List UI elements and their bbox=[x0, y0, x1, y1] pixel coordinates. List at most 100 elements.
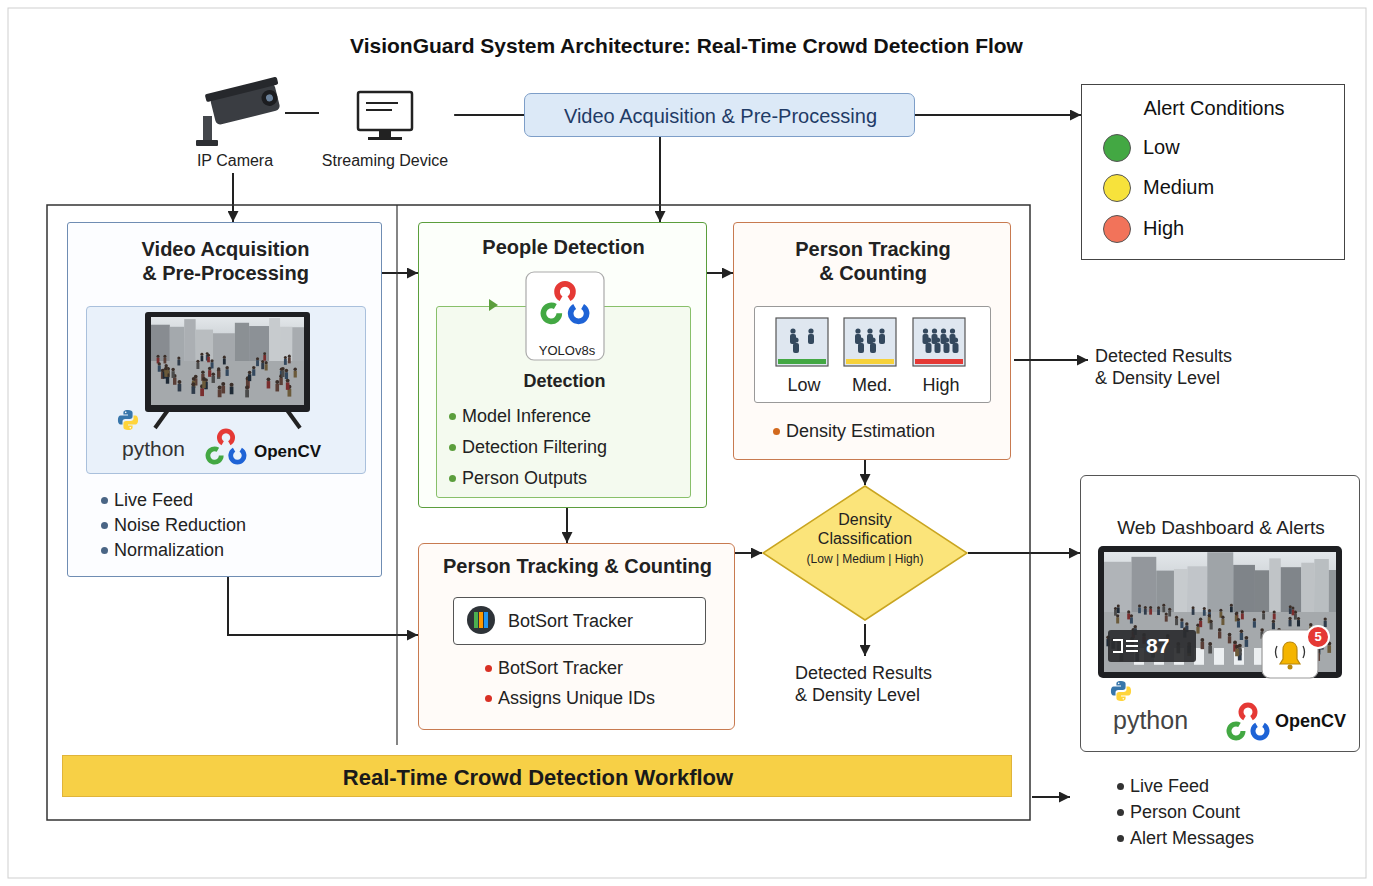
connector bbox=[454, 114, 524, 116]
person-figure bbox=[293, 367, 296, 370]
person-figure bbox=[223, 356, 226, 359]
person-figure bbox=[1235, 645, 1239, 649]
legend-text: Medium bbox=[1143, 175, 1214, 199]
botsort-icon-part bbox=[467, 606, 495, 634]
crowd-icon-person bbox=[950, 328, 955, 333]
crowd-icon-person bbox=[867, 328, 872, 333]
person-figure bbox=[173, 374, 177, 378]
text-slot: VisionGuard System Architecture: Real-Ti… bbox=[0, 33, 1373, 58]
label-text: Detected Results & Density Level bbox=[1095, 346, 1247, 389]
heading-text: Person Tracking & Counting bbox=[789, 237, 957, 285]
person-figure bbox=[208, 370, 211, 377]
person-figure bbox=[1210, 623, 1213, 629]
ip-camera-icon-part-part bbox=[210, 82, 281, 125]
text-slot: Live Feed bbox=[114, 490, 193, 512]
person-figure bbox=[1192, 606, 1195, 609]
person-figure bbox=[1253, 621, 1256, 627]
person-figure bbox=[1274, 647, 1278, 655]
person-figure bbox=[1208, 642, 1212, 646]
building bbox=[249, 326, 269, 361]
person-figure bbox=[281, 370, 284, 377]
building bbox=[1207, 552, 1233, 612]
person-figure bbox=[1320, 642, 1324, 649]
density-icons bbox=[776, 318, 965, 366]
person-figure bbox=[1260, 632, 1263, 639]
person-figure bbox=[177, 357, 180, 360]
text-slot: Detection Filtering bbox=[462, 437, 607, 459]
ip-camera-icon bbox=[196, 77, 285, 146]
person-figure bbox=[248, 371, 252, 375]
process-box: YOLOv8sDetectionModel InferenceDetection… bbox=[418, 222, 707, 508]
person-figure bbox=[1260, 628, 1264, 632]
person-figure bbox=[201, 356, 204, 362]
heading-text: Detection bbox=[437, 371, 692, 393]
person-figure bbox=[1228, 636, 1231, 643]
person-figure bbox=[1233, 644, 1237, 652]
person-figure bbox=[210, 359, 213, 362]
person-figure bbox=[285, 369, 289, 373]
person-figure bbox=[1106, 635, 1110, 639]
person-figure bbox=[1277, 630, 1281, 634]
person-figure bbox=[1297, 620, 1300, 626]
person-figure bbox=[261, 360, 264, 363]
text-slot: Real-Time Crowd Detection Workflow bbox=[63, 765, 1013, 791]
person-figure bbox=[1219, 612, 1222, 618]
legend-row: Low bbox=[1103, 134, 1180, 158]
person-figure bbox=[1294, 611, 1297, 614]
text-slot: Model Inference bbox=[462, 406, 591, 428]
crowd-icon-person bbox=[953, 337, 958, 342]
text-slot: Density Classification bbox=[805, 510, 925, 548]
legend-swatch bbox=[1103, 134, 1131, 162]
botsort-icon-part bbox=[484, 612, 488, 628]
person-figure bbox=[1324, 617, 1327, 620]
person-figure bbox=[1280, 653, 1284, 661]
crowd-icon-frame bbox=[844, 318, 896, 366]
building bbox=[280, 327, 292, 361]
crosswalk-stripe bbox=[1194, 648, 1204, 665]
device-node: IP Camera bbox=[185, 84, 285, 173]
person-figure bbox=[1168, 608, 1171, 611]
person-figure bbox=[263, 355, 266, 361]
person-figure bbox=[1165, 615, 1168, 621]
density-icons-box: LowMed.High bbox=[754, 306, 991, 403]
person-figure bbox=[287, 385, 291, 389]
label-text: Video Acquisition & Pre-Processing bbox=[525, 104, 916, 128]
ip-camera-icon-part-part bbox=[265, 94, 273, 102]
bullet-dot bbox=[101, 547, 108, 554]
streaming-device-icon bbox=[358, 92, 412, 140]
person-figure bbox=[1180, 618, 1183, 621]
person-figure bbox=[1289, 638, 1293, 642]
person-figure bbox=[279, 378, 282, 385]
person-figure bbox=[194, 378, 197, 385]
person-figure bbox=[221, 386, 225, 394]
person-figure bbox=[1187, 644, 1191, 648]
person-figure bbox=[267, 377, 271, 381]
person-figure bbox=[263, 352, 266, 355]
person-figure bbox=[1187, 642, 1191, 646]
person-figure bbox=[1237, 618, 1240, 621]
diamond-shape bbox=[763, 486, 967, 620]
ip-camera-icon-part-part bbox=[260, 88, 279, 107]
person-figure bbox=[1292, 610, 1295, 616]
person-figure bbox=[1317, 643, 1321, 647]
person-figure bbox=[1111, 638, 1115, 642]
legend-swatch bbox=[1103, 174, 1131, 202]
person-figure bbox=[1196, 627, 1199, 634]
bullet-dot bbox=[101, 522, 108, 529]
crosswalk-stripe bbox=[1294, 648, 1304, 665]
person-figure bbox=[1241, 610, 1244, 613]
person-figure bbox=[1138, 607, 1141, 613]
person-figure bbox=[1308, 636, 1312, 640]
street-scene bbox=[151, 318, 304, 405]
person-figure bbox=[1221, 616, 1224, 619]
person-figure bbox=[1289, 620, 1292, 626]
yolo-logo-part bbox=[526, 272, 604, 360]
text-slot: People Detection bbox=[419, 235, 708, 259]
person-figure bbox=[177, 360, 180, 366]
person-figure bbox=[218, 389, 222, 397]
person-figure bbox=[1294, 614, 1297, 620]
person-figure bbox=[281, 367, 284, 370]
crowd-icon-person bbox=[935, 343, 941, 353]
person-figure bbox=[284, 359, 287, 365]
